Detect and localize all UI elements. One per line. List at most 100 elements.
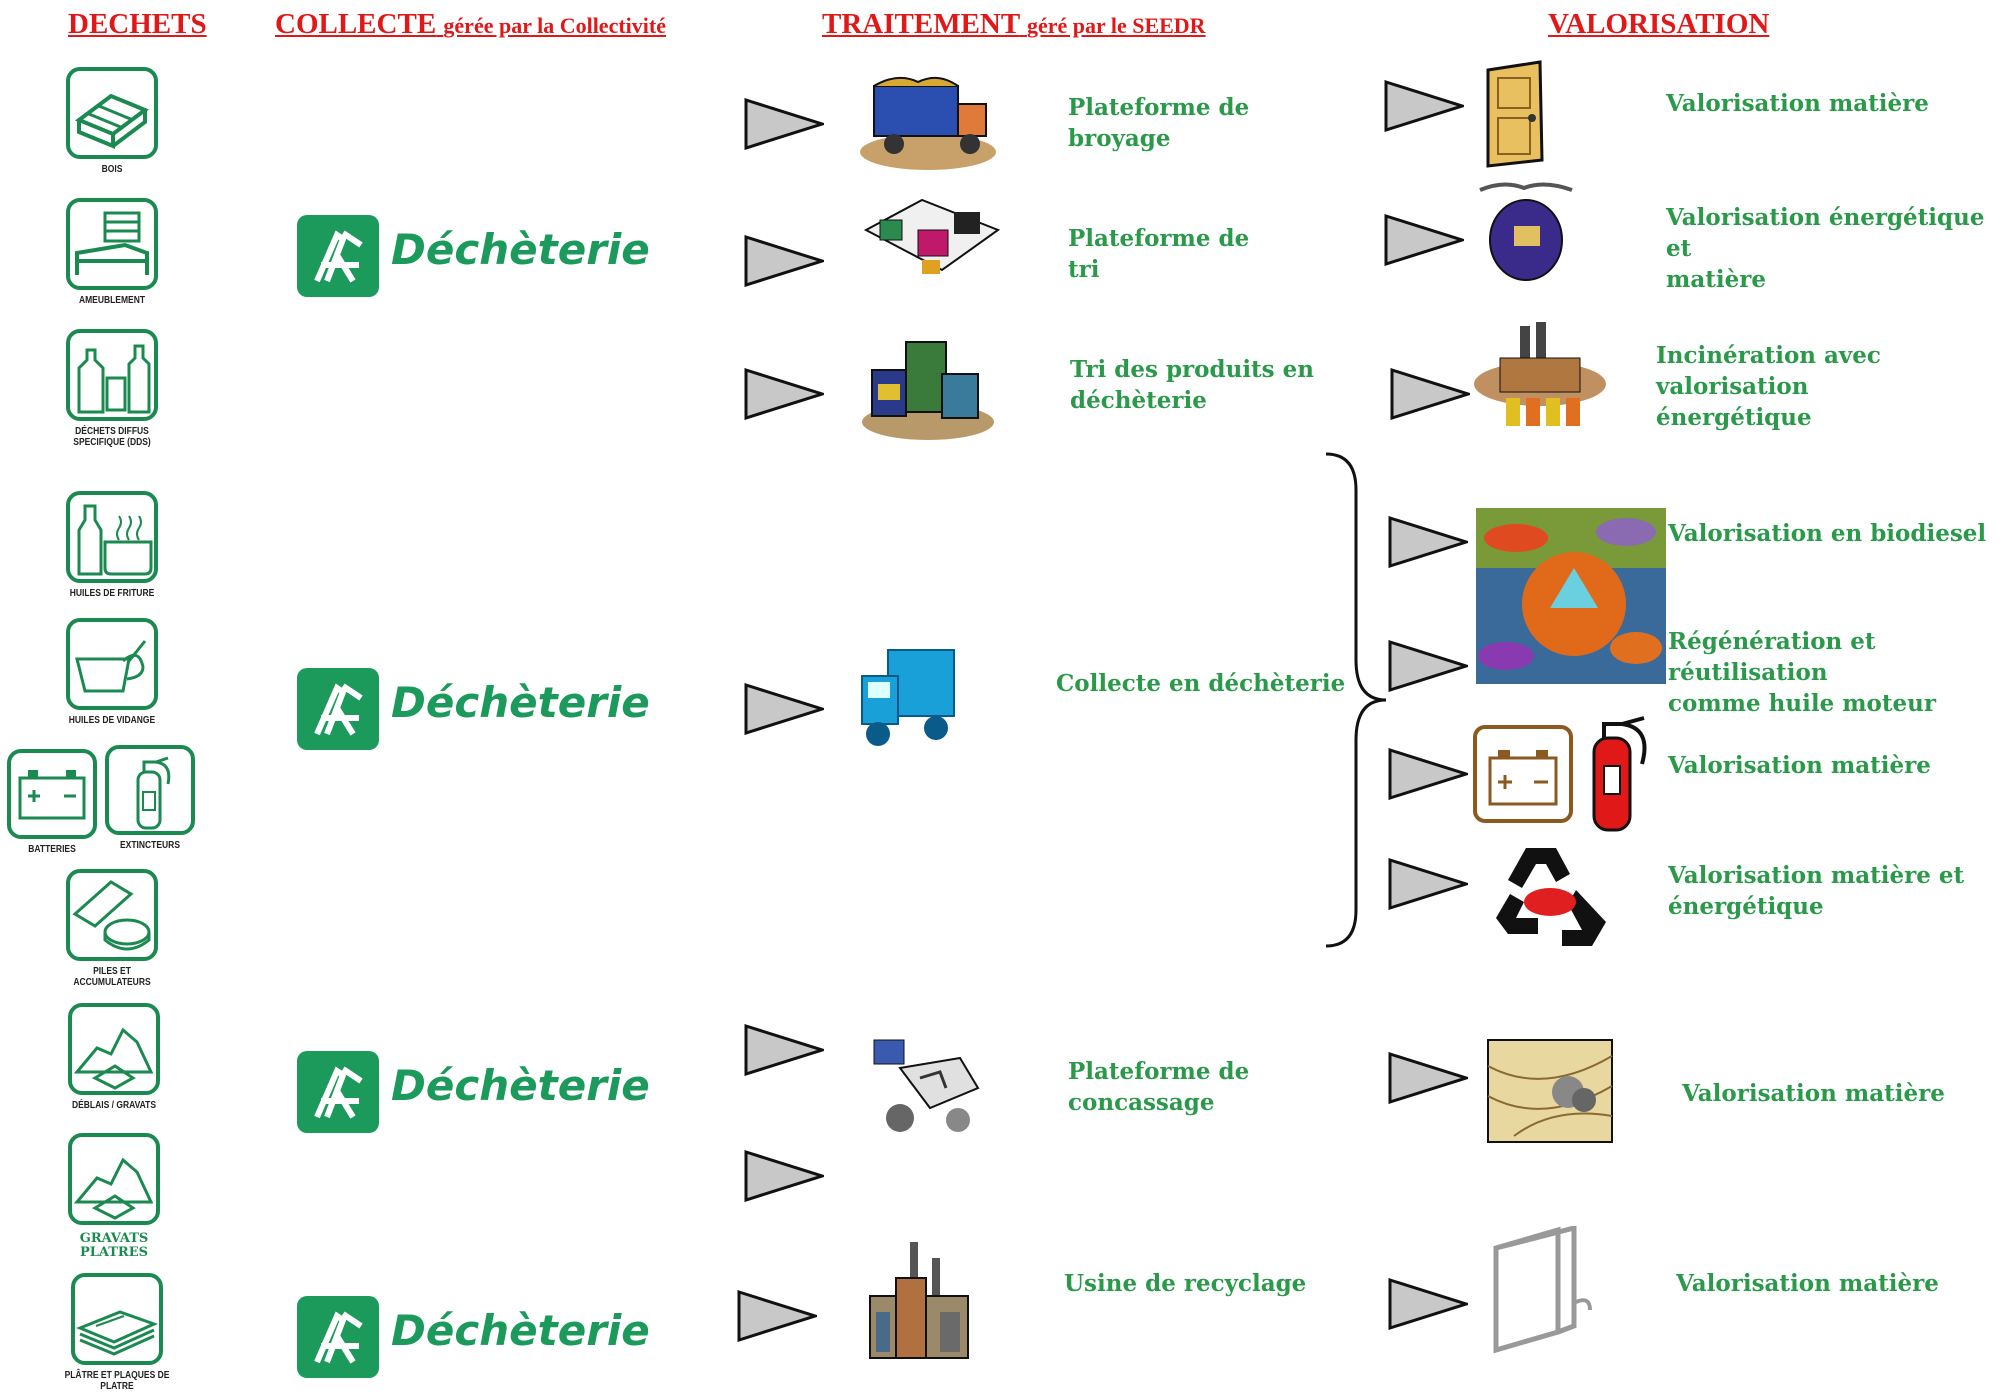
valorisation-label-5: Régénération et réutilisation comme huil…	[1668, 626, 2006, 719]
waste-label: DÉCHETS DIFFUS SPECIFIQUE (DDS)	[73, 426, 151, 448]
label-line: matière	[1666, 266, 1766, 293]
waste-label: AMEUBLEMENT	[78, 295, 146, 306]
waste-item-extincteurs: EXTINCTEURS	[95, 744, 205, 851]
waste-label: PILES ET ACCUMULATEURS	[73, 966, 151, 988]
valorisation-label-9: Valorisation matière	[1676, 1268, 1939, 1299]
batteries-cells-icon	[66, 869, 158, 961]
door-icon	[1486, 60, 1544, 168]
decheterie-logo-text: Déchèterie	[391, 1306, 650, 1355]
flow-arrow	[1384, 80, 1464, 132]
flow-arrow	[744, 1150, 824, 1202]
plasterboard-icon	[71, 1273, 163, 1365]
furniture-icon	[66, 198, 158, 290]
incineration-plant-icon	[1474, 322, 1606, 426]
header-dechets: DECHETS	[68, 8, 207, 40]
traitement-label-tri-produits: Tri des produits en déchèterie	[1070, 354, 1314, 416]
header-collecte-subtitle: gérée par la Collectivité	[443, 13, 666, 38]
header-traitement-title: TRAITEMENT	[822, 8, 1020, 40]
quarry-icon	[1487, 1039, 1613, 1143]
crusher-icon	[873, 1039, 980, 1132]
factory-icon	[869, 1242, 969, 1359]
decheterie-logo-text: Déchèterie	[391, 678, 650, 727]
label-line: Plateforme de	[1068, 1058, 1250, 1085]
incinerator-icon	[1479, 182, 1573, 281]
decheterie-logo-text: Déchèterie	[391, 1061, 650, 1110]
decheterie-logo-4: Déchèterie	[297, 1296, 650, 1378]
traitement-label-tri: Plateforme de tri	[1068, 223, 1249, 285]
label-line: broyage	[1068, 125, 1171, 152]
decheterie-logo-icon	[297, 1051, 379, 1133]
waste-item-gravats-platres: GRAVATS PLATRES	[49, 1132, 179, 1260]
label-line: tri	[1068, 256, 1100, 283]
valorisation-label-2: Valorisation énergétique et matière	[1666, 202, 2006, 295]
waste-item-huiles-vidange: HUILES DE VIDANGE	[47, 617, 177, 726]
dump-truck-icon	[860, 76, 996, 170]
paint-cans-icon	[862, 341, 994, 440]
flow-arrow	[744, 1024, 824, 1076]
flow-arrow	[1390, 368, 1470, 420]
valorisation-label-8: Valorisation matière	[1682, 1078, 1945, 1109]
traitement-label-concassage: Plateforme de concassage	[1068, 1056, 1249, 1118]
oil-can-icon	[66, 618, 158, 710]
label-line: Plateforme de	[1068, 94, 1250, 121]
decheterie-logo-icon	[297, 1296, 379, 1378]
waste-label: BATTERIES	[28, 844, 76, 855]
decheterie-logo-3: Déchèterie	[297, 1051, 650, 1133]
waste-item-bois: BOIS	[47, 66, 177, 175]
traitement-label-collecte: Collecte en déchèterie	[1056, 668, 1345, 699]
rubble-icon	[68, 1003, 160, 1095]
recycle-arrows-icon	[1496, 848, 1606, 946]
label-line: Valorisation matière	[1682, 1080, 1945, 1107]
label-line: Valorisation en biodiesel	[1668, 520, 1987, 547]
label-line: comme huile moteur	[1668, 690, 1936, 717]
waste-label: HUILES DE FRITURE	[69, 588, 155, 599]
flow-arrow	[1384, 214, 1464, 266]
flow-arrow	[1388, 640, 1468, 692]
header-collecte-title: COLLECTE	[275, 8, 437, 40]
collection-truck-icon	[861, 649, 955, 746]
label-line: énergétique	[1656, 404, 1812, 431]
battery-charger-icon	[1473, 725, 1573, 823]
flow-arrow	[1388, 1052, 1468, 1104]
waste-label: DÉBLAIS / GRAVATS	[71, 1100, 157, 1111]
pallet-icon	[66, 67, 158, 159]
frying-oil-icon	[66, 491, 158, 583]
label-line: Valorisation matière	[1668, 752, 1931, 779]
grouping-brace	[1325, 452, 1387, 948]
flow-arrow	[1388, 1278, 1468, 1330]
valorisation-label-7: Valorisation matière et énergétique	[1668, 860, 1964, 922]
sorting-icon	[863, 198, 1001, 274]
label-line: concassage	[1068, 1089, 1215, 1116]
valorisation-label-3: Incinération avec valorisation énergétiq…	[1656, 340, 2006, 433]
flow-arrow	[1388, 748, 1468, 800]
decheterie-logo-1: Déchèterie	[297, 215, 650, 297]
header-collecte: COLLECTE gérée par la Collectivité	[275, 8, 666, 41]
traitement-label-broyage: Plateforme de broyage	[1068, 92, 1249, 154]
valorisation-label-6: Valorisation matière	[1668, 750, 1931, 781]
label-line: Valorisation énergétique et	[1666, 204, 1985, 262]
label-line: Collecte en déchèterie	[1056, 670, 1346, 697]
header-traitement-subtitle: géré par le SEEDR	[1026, 13, 1206, 38]
waste-item-ameublement: AMEUBLEMENT	[47, 197, 177, 306]
waste-item-deblais: DÉBLAIS / GRAVATS	[49, 1002, 179, 1111]
chemical-bottles-icon	[66, 329, 158, 421]
label-line: Valorisation matière	[1666, 90, 1929, 117]
decheterie-logo-icon	[297, 668, 379, 750]
waste-label: HUILES DE VIDANGE	[68, 715, 156, 726]
waste-label: GRAVATS PLATRES	[79, 1231, 149, 1260]
flow-arrow	[1388, 858, 1468, 910]
label-line: Usine de recyclage	[1064, 1270, 1307, 1297]
waste-item-piles: PILES ET ACCUMULATEURS	[47, 868, 177, 988]
battery-icon	[7, 749, 97, 839]
flow-arrow	[744, 235, 824, 287]
valorisation-label-1: Valorisation matière	[1666, 88, 1929, 119]
waste-item-batteries: BATTERIES	[0, 748, 107, 855]
fire-extinguisher-icon	[1592, 716, 1647, 832]
label-line: énergétique	[1668, 893, 1824, 920]
flow-arrow	[737, 1290, 817, 1342]
label-line: Régénération et réutilisation	[1668, 628, 1876, 686]
header-traitement: TRAITEMENT géré par le SEEDR	[822, 8, 1206, 41]
flow-arrow	[744, 683, 824, 735]
plaster-rubble-icon	[68, 1133, 160, 1225]
decheterie-logo-text: Déchèterie	[391, 225, 650, 274]
